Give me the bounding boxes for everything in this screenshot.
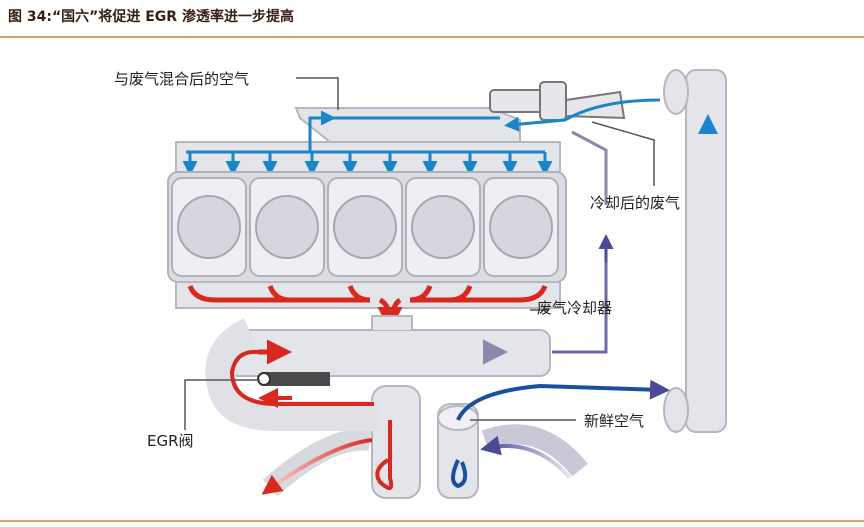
label-fresh-air: 新鲜空气 — [584, 412, 644, 430]
label-egr-cooler: 废气冷却器 — [537, 299, 612, 317]
pistons — [177, 195, 553, 259]
compressor-flow — [451, 459, 468, 489]
leader-lines — [184, 77, 655, 430]
fresh-air-flow — [480, 435, 572, 480]
label-mixed-air: 与废气混合后的空气 — [114, 70, 249, 88]
figure-caption: 图 34:“国六”将促进 EGR 渗透率进一步提高 — [8, 9, 294, 25]
turbine-flow — [375, 420, 394, 490]
label-cooled-exhaust: 冷却后的废气 — [590, 194, 680, 212]
exhaust-exit-flow — [261, 438, 373, 495]
intake-runner-arrows — [182, 152, 553, 176]
exhaust-outlet-duct — [262, 428, 372, 497]
label-egr-valve: EGR阀 — [147, 432, 194, 450]
cooled-exhaust-line — [552, 250, 608, 354]
mixer-air-flow — [504, 98, 661, 132]
egr-loop-duct — [205, 318, 380, 431]
caption-divider — [0, 36, 864, 38]
egr-mixer-valve — [489, 81, 626, 121]
footer-divider — [0, 520, 864, 522]
egr-valve-actuator — [257, 372, 330, 386]
exhaust-manifold — [175, 281, 561, 309]
compressor-outlet-flow — [456, 379, 670, 421]
